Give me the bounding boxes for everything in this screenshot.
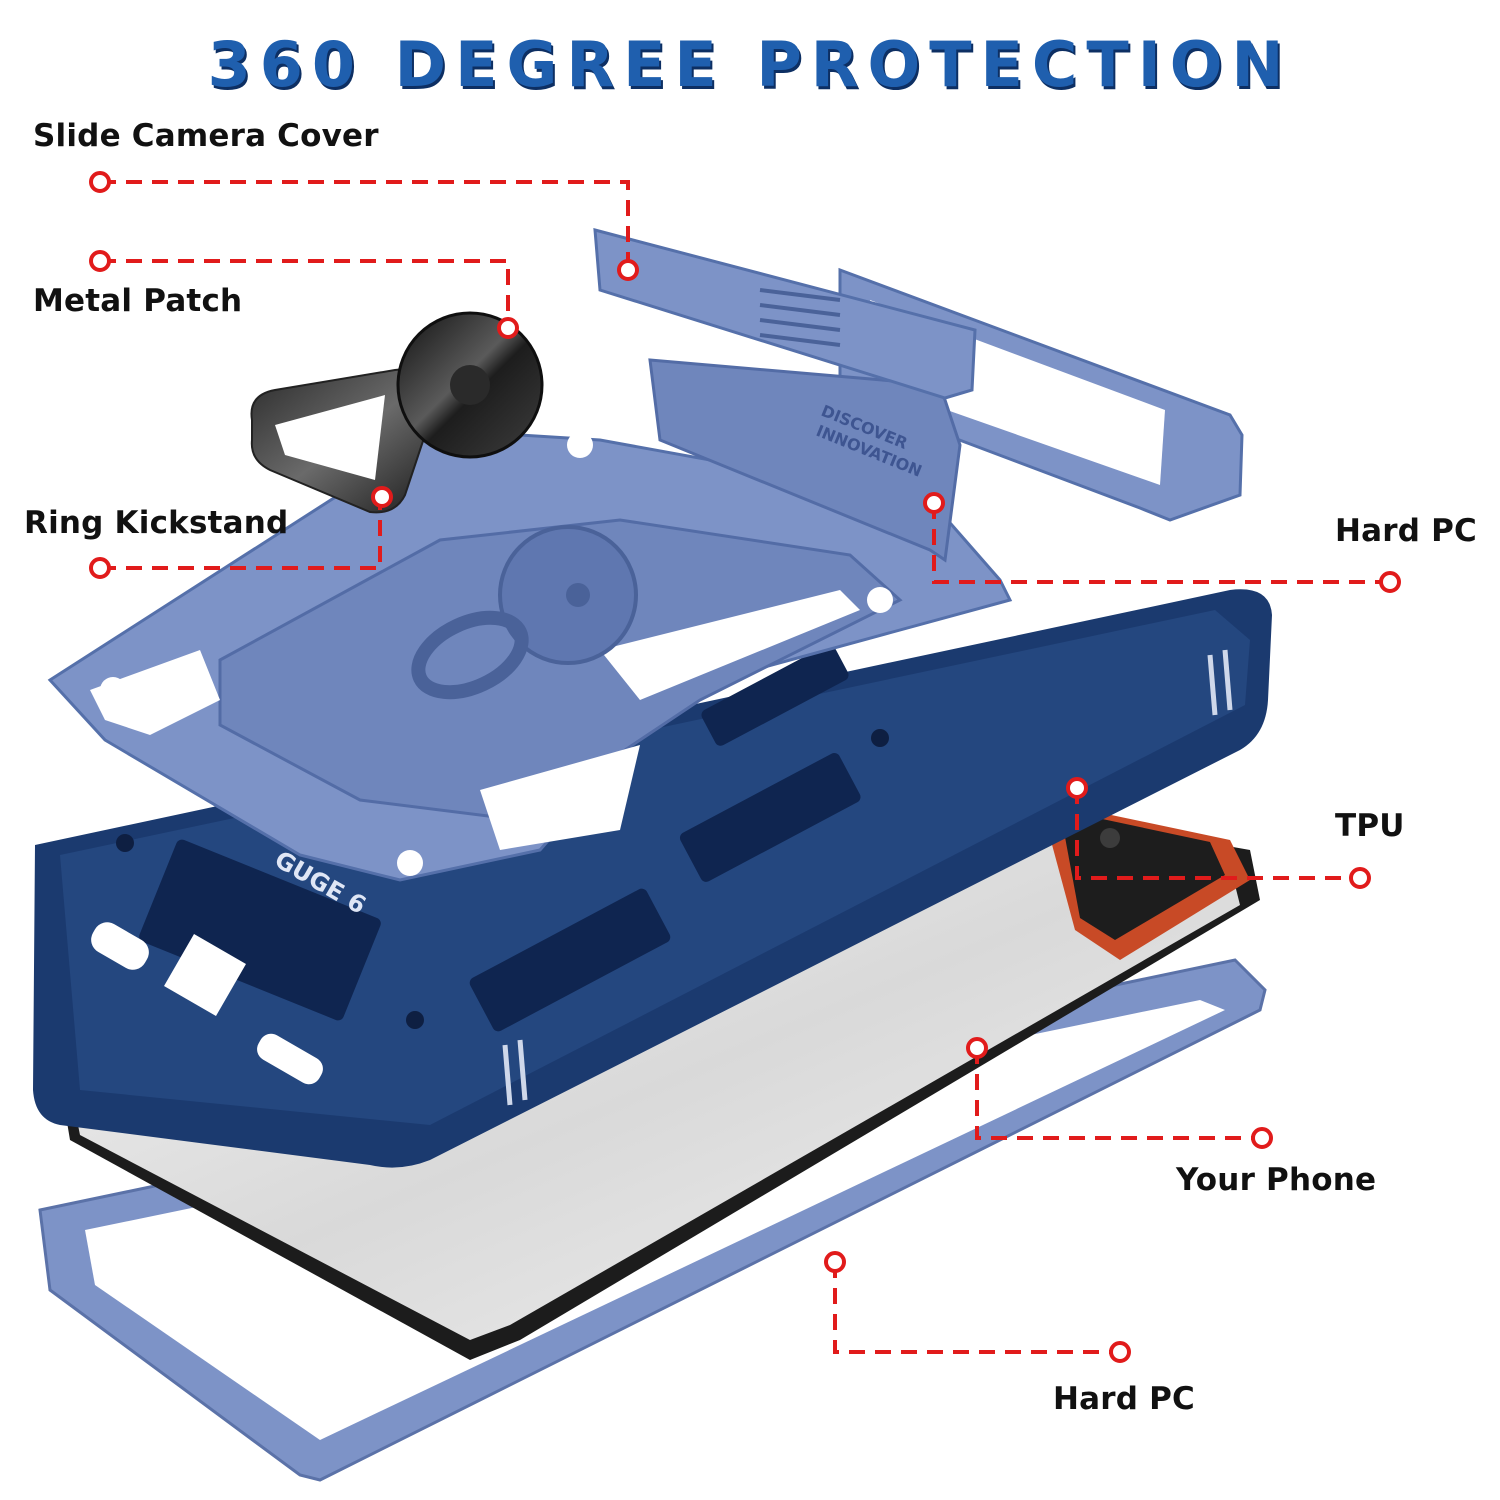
hard-pc-back-frame: GUGE 6 <box>47 428 1013 920</box>
label-slide-camera-cover: Slide Camera Cover <box>33 118 379 154</box>
leader-hard-pc-top <box>932 503 1390 584</box>
callout-dot <box>497 317 519 339</box>
callout-dot <box>966 1037 988 1059</box>
tpu-inner-case <box>33 589 1272 1168</box>
callout-dot <box>1349 867 1371 889</box>
callout-dot <box>1066 777 1088 799</box>
phone-icon <box>60 800 1260 1360</box>
label-metal-patch: Metal Patch <box>33 283 243 319</box>
label-hard-pc-top: Hard PC <box>1335 513 1478 549</box>
camera-slider-icon: DISCOVER INNOVATION <box>593 228 1244 563</box>
leader-metal-patch <box>100 259 510 328</box>
leader-your-phone <box>975 1048 1262 1140</box>
callout-dot <box>824 1251 846 1273</box>
headline: 360 DEGREE PROTECTION <box>207 28 1293 101</box>
callout-dot <box>89 250 111 272</box>
label-ring-kickstand: Ring Kickstand <box>24 505 289 541</box>
leader-tpu <box>1075 788 1360 880</box>
callout-dot <box>1109 1341 1131 1363</box>
callout-dot <box>89 557 111 579</box>
label-hard-pc-bottom: Hard PC <box>1053 1381 1196 1417</box>
callout-dot <box>371 486 393 508</box>
label-tpu: TPU <box>1335 808 1405 844</box>
leader-ring-kickstand <box>100 498 382 570</box>
callout-dot <box>1251 1127 1273 1149</box>
leader-slide-camera-cover <box>100 180 630 270</box>
callout-dot <box>617 259 639 281</box>
callout-dot <box>89 171 111 193</box>
callout-dot <box>1379 571 1401 593</box>
callout-dot <box>923 492 945 514</box>
label-your-phone: Your Phone <box>1176 1162 1377 1198</box>
leader-hard-pc-bottom <box>833 1262 1120 1354</box>
ring-kickstand-icon <box>250 311 544 514</box>
